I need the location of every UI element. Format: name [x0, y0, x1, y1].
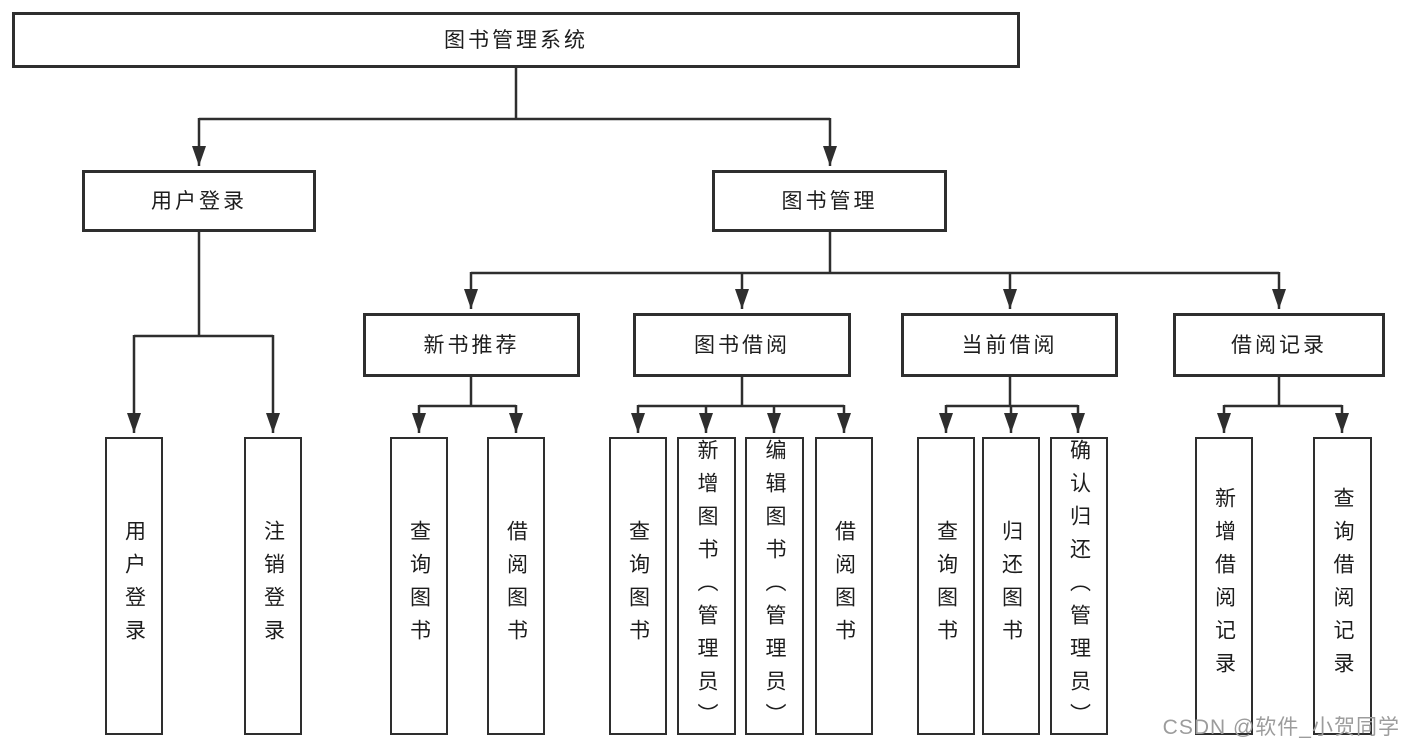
- leaf-current-query-book: 查询图书: [917, 437, 975, 735]
- watermark: CSDN @软件_小贺同学: [1162, 716, 1400, 739]
- connector-group: [127, 66, 1349, 433]
- leaf-add-borrow-record: 新增借阅记录: [1195, 437, 1253, 735]
- node-user-login: 用户登录: [82, 170, 316, 232]
- leaf-edit-book-admin: 编辑图书（管理员）: [745, 437, 804, 736]
- leaf-recommend-query-book: 查询图书: [390, 437, 448, 735]
- leaf-query-borrow-record: 查询借阅记录: [1313, 437, 1372, 735]
- leaf-add-book-admin: 新增图书（管理员）: [677, 437, 736, 736]
- node-borrow-record: 借阅记录: [1173, 313, 1385, 377]
- leaf-return-book: 归还图书: [982, 437, 1040, 735]
- leaf-borrow-query-book: 查询图书: [609, 437, 667, 735]
- leaf-borrow-book: 借阅图书: [815, 437, 873, 735]
- node-current-borrow: 当前借阅: [901, 313, 1118, 377]
- leaf-user-login: 用户登录: [105, 437, 163, 735]
- node-book-borrow: 图书借阅: [633, 313, 851, 377]
- node-root: 图书管理系统: [12, 12, 1020, 68]
- leaf-confirm-return-admin: 确认归还（管理员）: [1050, 437, 1108, 736]
- leaf-logout: 注销登录: [244, 437, 302, 735]
- node-new-book-recommend: 新书推荐: [363, 313, 580, 377]
- node-book-management: 图书管理: [712, 170, 947, 232]
- leaf-recommend-borrow-book: 借阅图书: [487, 437, 545, 735]
